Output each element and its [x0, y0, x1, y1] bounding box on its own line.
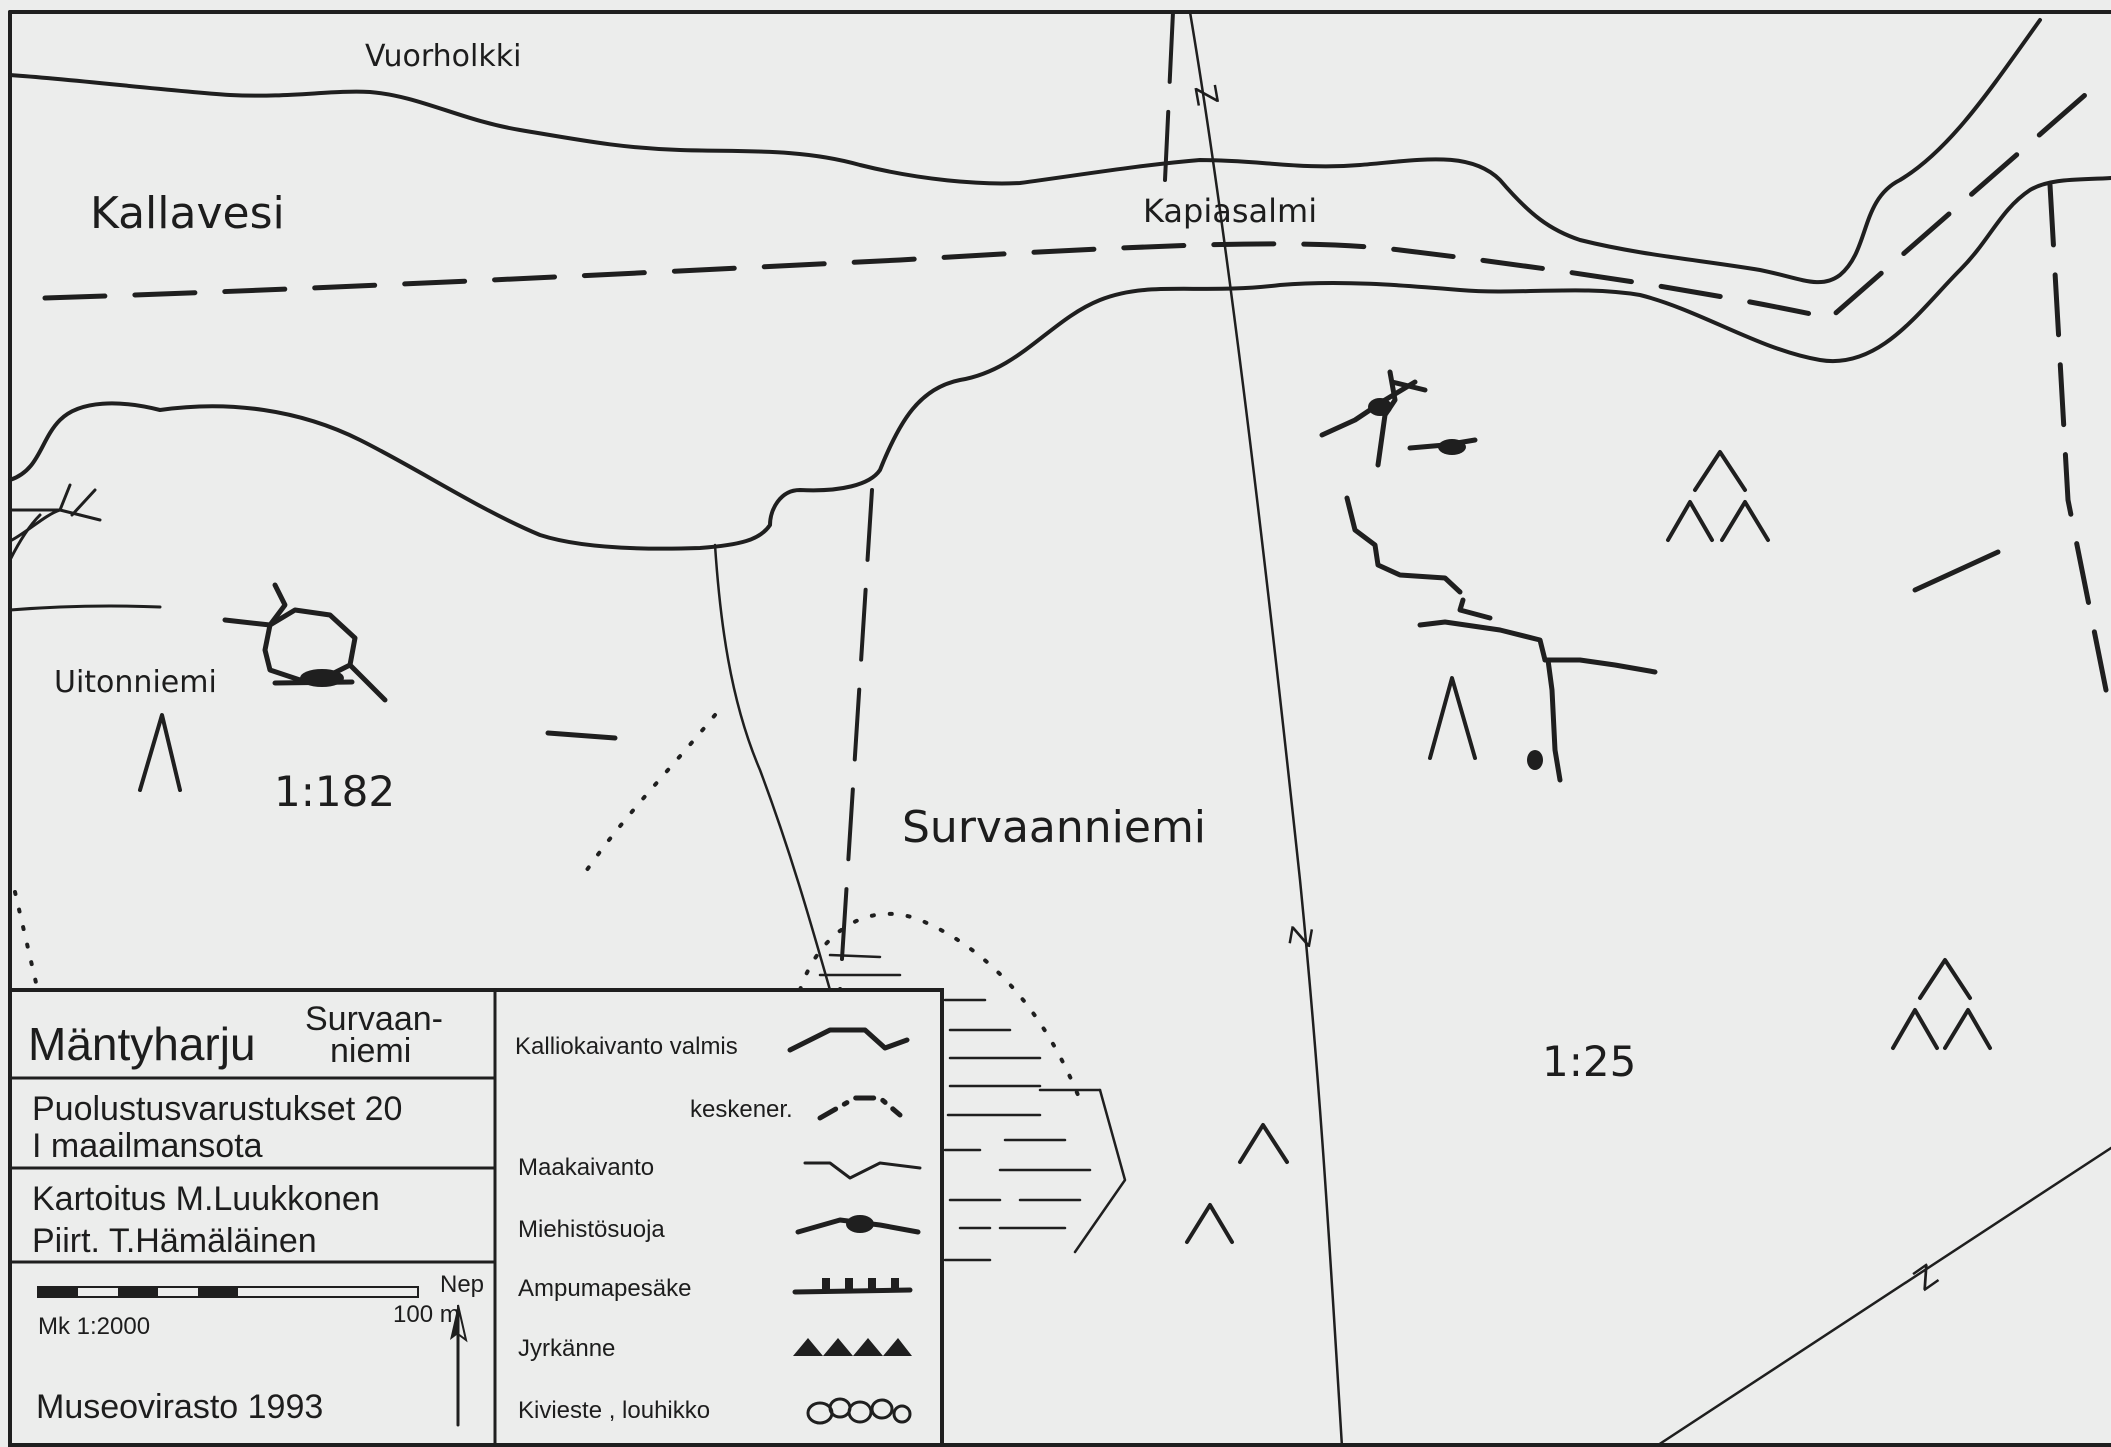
grid-line-vertical — [1188, 10, 1344, 1447]
north-label: Nep — [440, 1271, 484, 1298]
legend-symbol-earth-trench — [803, 1161, 922, 1180]
legend-label-1: keskener. — [690, 1096, 793, 1123]
publisher-text: Museovirasto 1993 — [36, 1388, 323, 1426]
legend-label-6: Kivieste , louhikko — [518, 1397, 710, 1424]
label-vuorholkki: Vuorholkki — [365, 39, 521, 74]
label-kapiasalmi: Kapiasalmi — [1143, 192, 1317, 230]
subtitle-line1: Survaan- — [305, 1000, 443, 1038]
legend-label-3: Miehistösuoja — [518, 1216, 665, 1243]
title-block: Mäntyharju Survaan- niemi Puolustusvarus… — [8, 988, 944, 1447]
north-arrow — [450, 1304, 468, 1427]
dotted-boundary-west — [578, 713, 717, 882]
inlet-streams — [8, 483, 162, 612]
scale-bar — [37, 1286, 419, 1298]
dotted-arc — [798, 911, 1082, 1102]
scale-text: Mk 1:2000 — [38, 1313, 150, 1340]
title-text: Mäntyharju — [28, 1018, 256, 1070]
hatch-lines — [818, 953, 1127, 1262]
dashed-boundary — [42, 92, 2088, 321]
shelter-symbol-east-2 — [1438, 439, 1466, 455]
project-line2: I maailmansota — [32, 1127, 263, 1165]
north-shoreline — [8, 18, 2042, 285]
path-line — [713, 543, 832, 992]
dashed-line-central — [838, 488, 874, 992]
legend-label-0: Kalliokaivanto valmis — [515, 1033, 738, 1060]
legend-symbol-escarpment — [793, 1338, 912, 1356]
legend-symbol-firing-position — [792, 1278, 913, 1295]
legend-symbol-stone-obstacle — [806, 1397, 912, 1425]
dashed-boundary-right — [2047, 182, 2109, 693]
label-uitonniemi: Uitonniemi — [54, 665, 217, 700]
shelter-symbol-east-3 — [1527, 750, 1543, 770]
tree-symbols — [138, 450, 1992, 1244]
label-kallavesi: Kallavesi — [90, 188, 285, 239]
project-line1: Puolustusvarustukset 20 — [32, 1090, 402, 1128]
legend-label-2: Maakaivanto — [518, 1154, 654, 1181]
scale-distance: 100 m — [393, 1301, 460, 1328]
south-shoreline — [8, 176, 2111, 551]
label-scale-left: 1:182 — [274, 767, 395, 816]
legend-symbol-personnel-shelter — [795, 1215, 921, 1235]
legend-label-4: Ampumapesäke — [518, 1275, 691, 1302]
legend-symbol-rock-trench-unfinished — [817, 1095, 903, 1121]
legend-symbol-rock-trench-complete — [787, 1027, 910, 1053]
dashed-line-north — [1163, 10, 1175, 182]
shelter-symbol-east-1 — [1368, 398, 1392, 416]
dotted-boundary-corner — [13, 890, 42, 1002]
shelter-symbol — [300, 669, 344, 687]
credit-line2: Piirt. T.Hämäläinen — [32, 1222, 317, 1260]
credit-line1: Kartoitus M.Luukkonen — [32, 1180, 380, 1218]
label-scale-right: 1:25 — [1542, 1037, 1636, 1086]
label-survaanniemi: Survaanniemi — [902, 802, 1206, 853]
legend-label-5: Jyrkänne — [518, 1335, 615, 1362]
grid-line-diagonal — [1653, 1146, 2111, 1447]
subtitle-line2: niemi — [330, 1032, 411, 1070]
